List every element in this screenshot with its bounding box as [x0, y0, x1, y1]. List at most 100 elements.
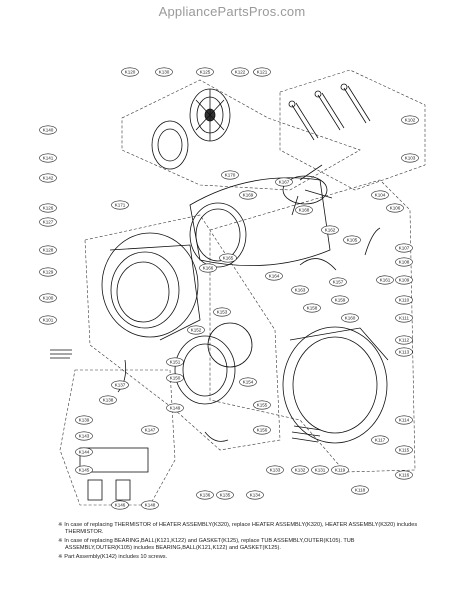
- callout-label: K169: [243, 193, 254, 198]
- callout-bubble: [216, 490, 234, 500]
- callout-label: K107: [399, 246, 410, 251]
- callout-bubble: [213, 307, 231, 317]
- callout-k104: K104: [371, 190, 389, 200]
- callout-k149: K149: [166, 403, 184, 413]
- callout-label: K135: [220, 493, 231, 498]
- callout-label: K117: [375, 438, 386, 443]
- callout-k151: K151: [166, 357, 184, 367]
- callout-label: K130: [159, 70, 170, 75]
- note-screws: ※ Part Assembly(K142) includes 10 screws…: [58, 554, 418, 561]
- callout-bubble: [239, 190, 257, 200]
- callout-label: K140: [43, 128, 54, 133]
- callout-label: K126: [43, 206, 54, 211]
- callout-bubble: [401, 115, 419, 125]
- callout-label: K116: [399, 473, 410, 478]
- callout-k171: K171: [111, 200, 129, 210]
- callout-bubble: [266, 465, 284, 475]
- callout-k164: K164: [265, 271, 283, 281]
- drum-spider: [291, 164, 333, 216]
- callout-label: K105: [347, 238, 358, 243]
- callout-k169: K169: [239, 190, 257, 200]
- callout-label: K170: [225, 173, 236, 178]
- callout-label: K151: [170, 360, 181, 365]
- callout-k112: K112: [395, 335, 413, 345]
- callout-k128: K128: [39, 245, 57, 255]
- callout-k141: K141: [39, 153, 57, 163]
- callout-bubble: [39, 125, 57, 135]
- callout-label: K159: [335, 298, 346, 303]
- callout-bubble: [303, 303, 321, 313]
- rotor-assembly: [151, 88, 231, 170]
- callout-bubble: [395, 295, 413, 305]
- guide-frame-main: [209, 179, 416, 473]
- hose-bellows: [299, 258, 337, 271]
- stator: [151, 120, 189, 170]
- callout-label: K160: [345, 316, 356, 321]
- callout-bubble: [231, 67, 249, 77]
- callout-bubble: [395, 257, 413, 267]
- callout-label: K108: [399, 260, 410, 265]
- note-text: In case of replacing BEARING,BALL(K121,K…: [64, 537, 355, 552]
- callout-bubble: [401, 153, 419, 163]
- callout-k159: K159: [331, 295, 349, 305]
- callout-bubble: [291, 465, 309, 475]
- callout-k157: K157: [329, 277, 347, 287]
- callout-k110: K110: [395, 295, 413, 305]
- callout-k100: K100: [39, 293, 57, 303]
- callout-label: K156: [257, 428, 268, 433]
- callout-bubble: [166, 403, 184, 413]
- callout-bubble: [196, 67, 214, 77]
- callout-label: K171: [115, 203, 126, 208]
- callout-k142: K142: [39, 173, 57, 183]
- door-gasket: [174, 322, 253, 405]
- callout-label: K138: [103, 398, 114, 403]
- callout-bubble: [341, 313, 359, 323]
- callout-bubble: [75, 465, 93, 475]
- drain-hose-small: [117, 359, 127, 393]
- callout-label: K121: [257, 70, 268, 75]
- callout-label: K104: [375, 193, 386, 198]
- damper-2: [317, 92, 345, 131]
- callout-k153: K153: [213, 307, 231, 317]
- callout-k132: K132: [291, 465, 309, 475]
- callout-bubble: [99, 395, 117, 405]
- front-tub: [101, 232, 201, 341]
- callout-k111: K111: [395, 313, 413, 323]
- callout-label: K132: [295, 468, 306, 473]
- callout-bubble: [39, 245, 57, 255]
- callout-label: K167: [279, 180, 290, 185]
- callout-k134: K134: [246, 490, 264, 500]
- callout-bubble: [75, 415, 93, 425]
- callout-bubble: [265, 271, 283, 281]
- callout-label: K106: [390, 206, 401, 211]
- callout-label: K148: [145, 503, 156, 508]
- callout-k148: K148: [141, 500, 159, 510]
- callout-label: K134: [250, 493, 261, 498]
- callout-bubble: [376, 275, 394, 285]
- callout-label: K103: [405, 156, 416, 161]
- callout-label: K145: [79, 468, 90, 473]
- callout-label: K112: [399, 338, 410, 343]
- callout-bubble: [166, 373, 184, 383]
- callout-k160: K160: [341, 313, 359, 323]
- callout-label: K152: [191, 328, 202, 333]
- callout-label: K163: [295, 288, 306, 293]
- callout-k115: K115: [395, 445, 413, 455]
- callout-label: K161: [380, 278, 391, 283]
- callout-label: K154: [243, 380, 254, 385]
- callout-label: K120: [125, 70, 136, 75]
- callout-k113: K113: [395, 347, 413, 357]
- callout-bubble: [75, 447, 93, 457]
- callout-label: K149: [170, 406, 181, 411]
- callout-label: K111: [399, 316, 409, 321]
- callout-label: K137: [115, 383, 126, 388]
- callout-bubble: [239, 377, 257, 387]
- note-bullet: ※: [58, 522, 63, 528]
- inner-drum: [189, 164, 333, 268]
- callout-k103: K103: [401, 153, 419, 163]
- callout-label: K158: [307, 306, 318, 311]
- callout-k137: K137: [111, 380, 129, 390]
- callout-bubble: [253, 67, 271, 77]
- callout-label: K141: [43, 156, 54, 161]
